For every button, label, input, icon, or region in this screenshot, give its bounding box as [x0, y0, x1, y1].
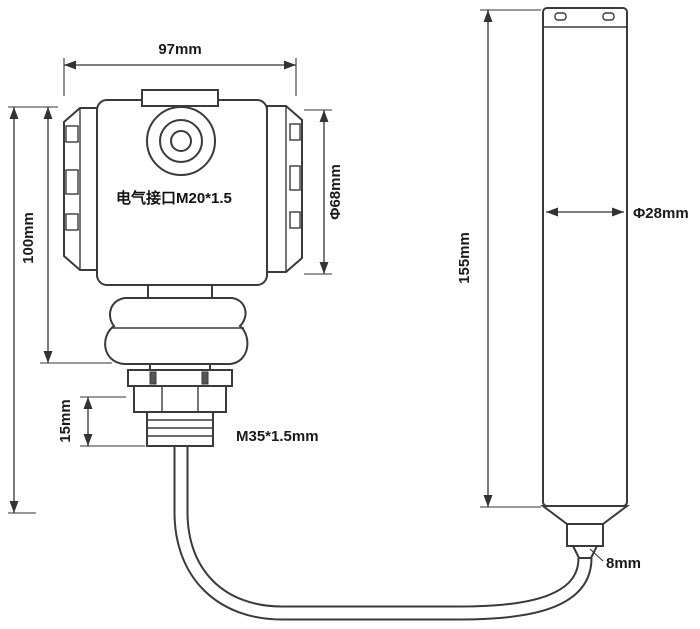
cable-inner: [175, 446, 591, 619]
dim-probe-diameter: Φ28mm: [546, 205, 689, 222]
flange-bolt-right: [201, 371, 209, 385]
lens-mid-circle: [159, 119, 203, 163]
electrical-port-label: 电气接口M20*1.5: [116, 189, 232, 207]
lens-inner-circle: [170, 130, 192, 152]
cable-drawing: [173, 446, 593, 621]
head-width-dim-label: 97mm: [158, 41, 201, 58]
transmitter-head-drawing: 电气接口M20*1.5: [63, 89, 303, 447]
thread-spec-label: M35*1.5mm: [236, 428, 319, 445]
lens-outer-circle: [146, 106, 216, 176]
probe-body: [542, 7, 628, 507]
probe-shoulder: [540, 505, 630, 525]
vent-housing: [104, 297, 249, 365]
probe-length-dim-label: 155mm: [456, 232, 473, 284]
probe-drawing: [540, 7, 630, 559]
flange-bolt-left: [149, 371, 157, 385]
probe-cap-hole-right: [602, 12, 615, 21]
hex-nut: [133, 385, 227, 413]
dim-head-width: 97mm: [63, 41, 297, 96]
dim-head-height: 100mm: [20, 107, 112, 364]
dim-probe-length: 155mm: [456, 9, 541, 508]
thread-section: [146, 411, 214, 447]
right-end-cap: [266, 105, 303, 273]
head-neck-joint: [147, 283, 213, 299]
flange-plate: [127, 369, 233, 387]
dim-thread-length: 15mm: [57, 396, 145, 447]
left-end-cap: [63, 107, 98, 271]
probe-diameter-dim-label: Φ28mm: [633, 205, 689, 222]
head-height-dim-label: 100mm: [20, 212, 37, 264]
probe-cable-grommet: [571, 545, 599, 559]
cable-outer: [173, 446, 593, 621]
probe-cap-hole-left: [554, 12, 567, 21]
dim-overall-left: [8, 106, 58, 514]
cable-diameter-dim-label: 8mm: [606, 555, 641, 572]
probe-connector: [566, 523, 604, 547]
dim-head-diameter: Φ68mm: [304, 109, 344, 275]
head-diameter-dim-label: Φ68mm: [327, 164, 344, 220]
top-window: [141, 89, 219, 107]
thread-length-dim-label: 15mm: [57, 399, 74, 442]
dim-cable-diameter: 8mm: [589, 548, 641, 572]
